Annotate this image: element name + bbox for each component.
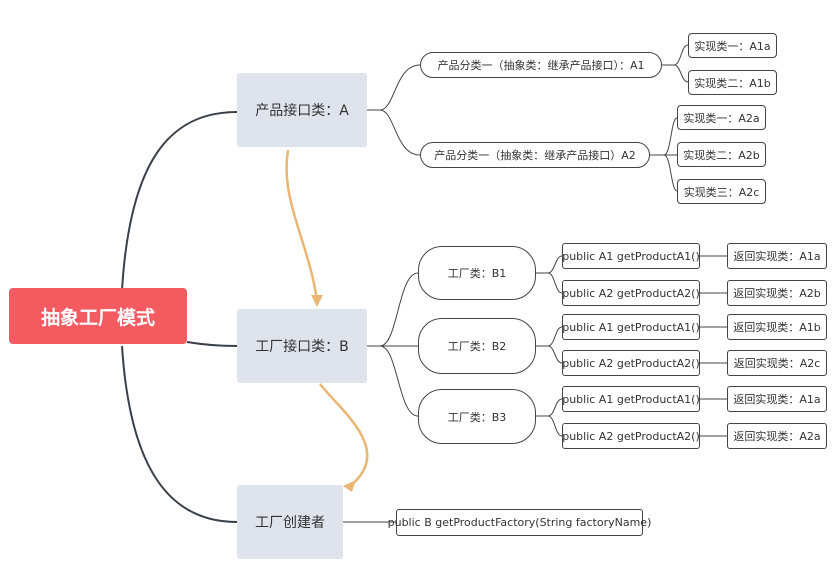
link-factory-b3 [379, 345, 419, 417]
link-a1-impls [662, 44, 689, 83]
arrowhead-icon [311, 295, 323, 307]
link-product-a1 [367, 64, 421, 111]
relation-arrow-product-factory [285, 149, 319, 301]
return-b3-a1[interactable]: 返回实现类：A1a [727, 386, 827, 412]
link-b3-methods [536, 398, 563, 437]
root-node[interactable]: 抽象工厂模式 [9, 288, 187, 344]
product-category-a1[interactable]: 产品分类一（抽象类：继承产品接口）：A1 [420, 52, 662, 78]
return-b3-a2[interactable]: 返回实现类：A2a [727, 423, 827, 449]
product-category-a2[interactable]: 产品分类一（抽象类：继承产品接口）A2 [420, 142, 650, 168]
impl-a2b[interactable]: 实现类二：A2b [677, 142, 766, 167]
link-b2-methods [536, 326, 563, 364]
factory-interface-node[interactable]: 工厂接口类：B [237, 309, 367, 383]
method-b3-get-a2[interactable]: public A2 getProductA2() [562, 423, 700, 449]
method-b2-get-a1[interactable]: public A1 getProductA1() [562, 314, 700, 340]
link-b1-methods [536, 255, 563, 294]
link-root-creator [121, 345, 238, 523]
impl-a2c[interactable]: 实现类三：A2c [677, 179, 766, 204]
product-interface-node[interactable]: 产品接口类：A [237, 73, 367, 147]
method-b1-get-a1[interactable]: public A1 getProductA1() [562, 243, 700, 269]
return-b1-a2[interactable]: 返回实现类：A2b [727, 280, 827, 306]
method-b3-get-a1[interactable]: public A1 getProductA1() [562, 386, 700, 412]
impl-a1b[interactable]: 实现类二：A1b [688, 70, 777, 95]
link-root-factory [186, 341, 238, 347]
creator-method[interactable]: public B getProductFactory(String factor… [388, 509, 651, 536]
link-product-a2 [379, 109, 421, 156]
factory-creator-node[interactable]: 工厂创建者 [237, 485, 343, 559]
return-b1-a1[interactable]: 返回实现类：A1a [727, 243, 827, 269]
return-b2-a1[interactable]: 返回实现类：A1b [727, 314, 827, 340]
impl-a1a[interactable]: 实现类一：A1a [688, 33, 777, 58]
link-a2-impls [650, 117, 678, 192]
impl-a2a[interactable]: 实现类一：A2a [677, 105, 766, 130]
link-method-returns [700, 255, 727, 437]
return-b2-a2[interactable]: 返回实现类：A2c [727, 350, 827, 376]
link-factory-b1 [367, 272, 419, 347]
factory-b2[interactable]: 工厂类：B2 [418, 318, 536, 374]
relation-arrow-factory-creator [319, 383, 369, 487]
factory-b1[interactable]: 工厂类：B1 [418, 246, 536, 300]
arrowhead-icon [343, 480, 356, 492]
method-b2-get-a2[interactable]: public A2 getProductA2() [562, 350, 700, 376]
method-b1-get-a2[interactable]: public A2 getProductA2() [562, 280, 700, 306]
factory-b3[interactable]: 工厂类：B3 [418, 389, 536, 444]
link-root-product [121, 111, 238, 291]
